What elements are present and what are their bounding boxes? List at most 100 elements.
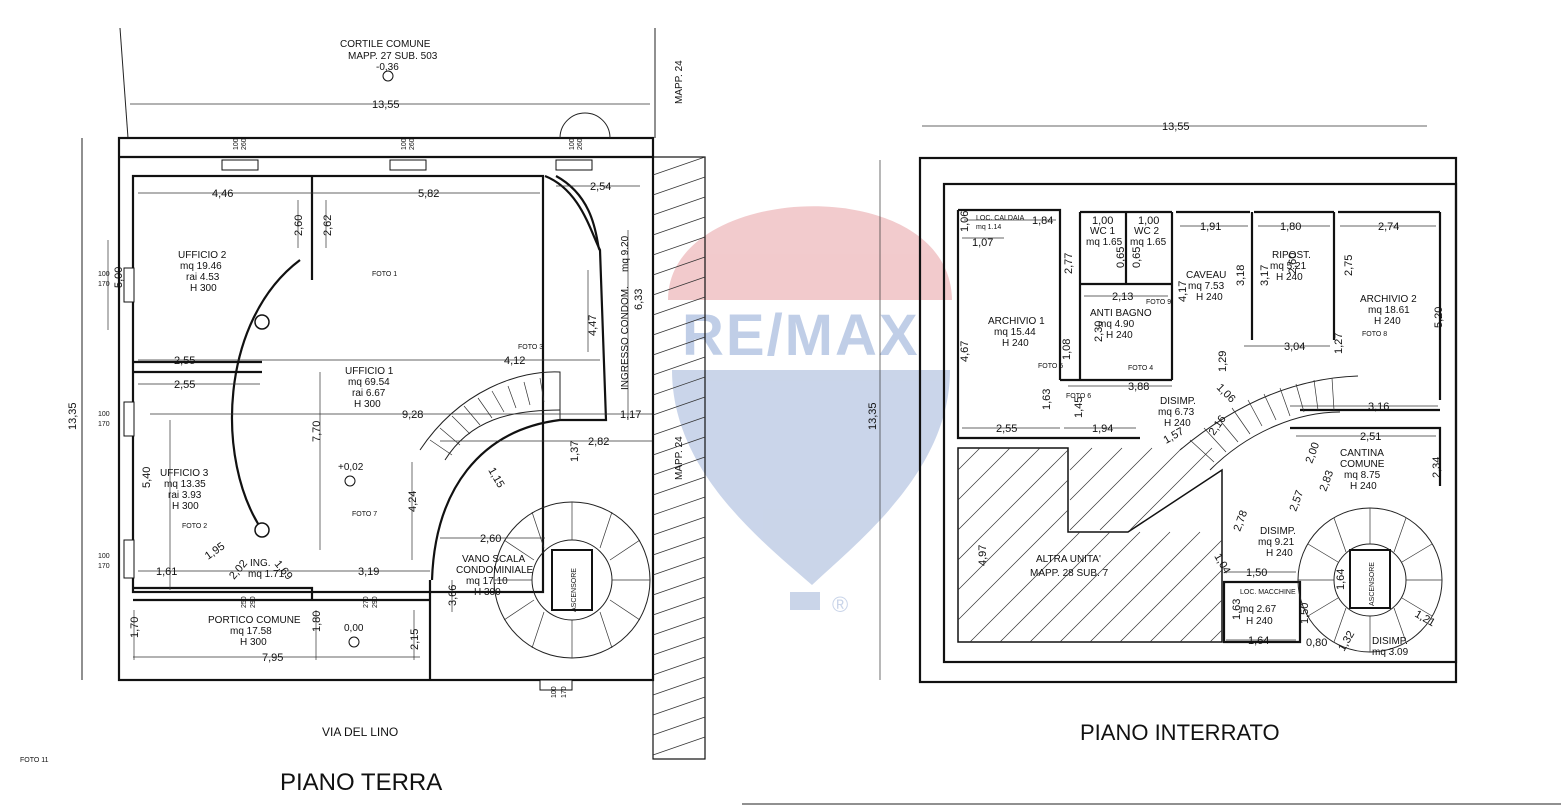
- level-marker: [382, 70, 394, 82]
- dim: 1,45: [1073, 397, 1085, 418]
- svg-text:mq 2.67: mq 2.67: [1240, 604, 1277, 615]
- dim: 1,50: [1299, 603, 1311, 624]
- basement-title: PIANO INTERRATO: [1080, 720, 1280, 745]
- dim: 1,64: [1335, 569, 1347, 590]
- window-dim: 290: [250, 596, 257, 608]
- svg-text:INGRESSO CONDOM.: INGRESSO CONDOM.: [620, 286, 631, 390]
- courtyard-label: CORTILE COMUNE: [340, 39, 431, 50]
- window-dim: 170: [561, 686, 568, 698]
- svg-text:ANTI BAGNO: ANTI BAGNO: [1090, 308, 1152, 319]
- level-marker: [348, 636, 360, 648]
- dim: 0,80: [1306, 637, 1327, 649]
- remax-watermark: RE/MAX ®: [668, 206, 952, 617]
- svg-text:ING.: ING.: [250, 558, 271, 569]
- svg-text:mq 13.35: mq 13.35: [164, 479, 206, 490]
- dim: 1,91: [1200, 221, 1221, 233]
- window-dim: 100: [401, 138, 408, 150]
- dim: 1,80: [311, 611, 323, 632]
- dim: 1,17: [620, 409, 641, 421]
- elevator-label: ASCENSORE: [1369, 562, 1376, 606]
- dim: 4,17: [1177, 281, 1189, 302]
- dim: 3,16: [1368, 401, 1389, 413]
- windows: [123, 159, 593, 691]
- dim: 6,33: [633, 289, 645, 310]
- svg-text:H 240: H 240: [1276, 272, 1303, 283]
- window-dim: 260: [241, 138, 248, 150]
- dim: 1,07: [972, 237, 993, 249]
- svg-text:MAPP. 28 SUB. 7: MAPP. 28 SUB. 7: [1030, 568, 1109, 579]
- window-dim: 260: [577, 138, 584, 150]
- room-disimpegno-1: DISIMP. mq 6.73 H 240: [1158, 396, 1196, 429]
- remax-logo-text: RE/MAX: [682, 303, 920, 368]
- svg-text:UFFICIO 3: UFFICIO 3: [160, 468, 209, 479]
- photo-marker: FOTO 5: [1038, 363, 1063, 370]
- dim: 0,65: [1131, 247, 1143, 268]
- svg-text:LOC. CALDAIA: LOC. CALDAIA: [976, 215, 1025, 222]
- balloon-basket: [790, 592, 820, 610]
- staircase: [419, 371, 651, 659]
- party-wall-hatch: [652, 156, 706, 760]
- svg-text:rai 3.93: rai 3.93: [168, 490, 202, 501]
- dim: 5,40: [141, 467, 153, 488]
- svg-text:mq 69.54: mq 69.54: [348, 377, 390, 388]
- level-label: +0,02: [338, 462, 364, 473]
- courtyard-ref: MAPP. 27 SUB. 503: [348, 51, 438, 62]
- ground-floor-plan: CORTILE COMUNE MAPP. 27 SUB. 503 -0,36 1…: [20, 27, 706, 796]
- basement-staircase: [1179, 375, 1443, 653]
- balloon-top-red: [668, 206, 952, 300]
- svg-text:H 300: H 300: [172, 501, 199, 512]
- basement-height-dim: 13,35: [867, 402, 879, 430]
- svg-text:ARCHIVIO 1: ARCHIVIO 1: [988, 316, 1045, 327]
- svg-text:mq 9.20: mq 9.20: [620, 235, 631, 272]
- dim: 2,15: [409, 629, 421, 650]
- neighbor-side-label: MAPP. 24: [674, 436, 685, 480]
- elevator-shaft: [1349, 549, 1391, 609]
- window-dim: 170: [98, 281, 110, 288]
- dim: 1,84: [1032, 215, 1053, 227]
- svg-text:RIPOST.: RIPOST.: [1272, 250, 1311, 261]
- dim: 2,13: [1112, 291, 1133, 303]
- dim: 1,64: [1248, 635, 1269, 647]
- level-label: 0,00: [344, 623, 364, 634]
- balloon-bottom-blue: [672, 370, 950, 585]
- dim: 2,55: [174, 379, 195, 391]
- room-loc-caldaia: LOC. CALDAIA mq 1.14: [976, 215, 1025, 231]
- dim: 2,55: [996, 423, 1017, 435]
- dim: 3,88: [1128, 381, 1149, 393]
- room-ufficio-1: UFFICIO 1 mq 69.54 rai 6.67 H 300: [345, 366, 394, 410]
- svg-text:mq 19.46: mq 19.46: [180, 261, 222, 272]
- dim: 1,80: [1280, 221, 1301, 233]
- basement-width-dim: 13,55: [1162, 121, 1190, 133]
- dim: 1,37: [569, 441, 581, 462]
- dim: 1,04: [1211, 552, 1232, 577]
- room-ufficio-3: UFFICIO 3 mq 13.35 rai 3.93 H 300: [160, 468, 209, 512]
- dim: 1,29: [1217, 351, 1229, 372]
- dim: 1,63: [1041, 389, 1053, 410]
- svg-text:mq 18.61: mq 18.61: [1368, 305, 1410, 316]
- registered-mark: ®: [832, 592, 848, 617]
- dim: 2,82: [588, 436, 609, 448]
- window-dim: 170: [98, 563, 110, 570]
- photo-marker: FOTO 1: [372, 271, 397, 278]
- svg-text:VANO SCALA: VANO SCALA: [462, 554, 525, 565]
- room-ingresso-condominiale: INGRESSO CONDOM. mq 9.20: [620, 235, 631, 390]
- dim: 4,46: [212, 188, 233, 200]
- dim: 1,00: [1138, 215, 1159, 227]
- dim: 1,06: [1214, 382, 1238, 406]
- dim: 1,00: [1092, 215, 1113, 227]
- svg-text:mq 6.73: mq 6.73: [1158, 407, 1195, 418]
- dim: 3,66: [447, 585, 459, 606]
- svg-text:LOC. MACCHINE: LOC. MACCHINE: [1240, 589, 1296, 596]
- window-dim: 100: [98, 553, 110, 560]
- photo-marker: FOTO 11: [20, 757, 49, 764]
- basement-plan: 13,55 13,35 ASCENSORE: [742, 121, 1561, 805]
- room-anti-bagno: ANTI BAGNO mq 4.90 H 240: [1090, 308, 1152, 341]
- window-dim: 100: [98, 271, 110, 278]
- svg-text:H 240: H 240: [1266, 548, 1293, 559]
- ground-width-dim: 13,55: [372, 99, 400, 111]
- svg-text:H 240: H 240: [1374, 316, 1401, 327]
- photo-marker: FOTO 9: [1146, 299, 1171, 306]
- room-caveau: CAVEAU mq 7.53 H 240: [1186, 270, 1226, 303]
- svg-text:CAVEAU: CAVEAU: [1186, 270, 1226, 281]
- window-dim: 100: [233, 138, 240, 150]
